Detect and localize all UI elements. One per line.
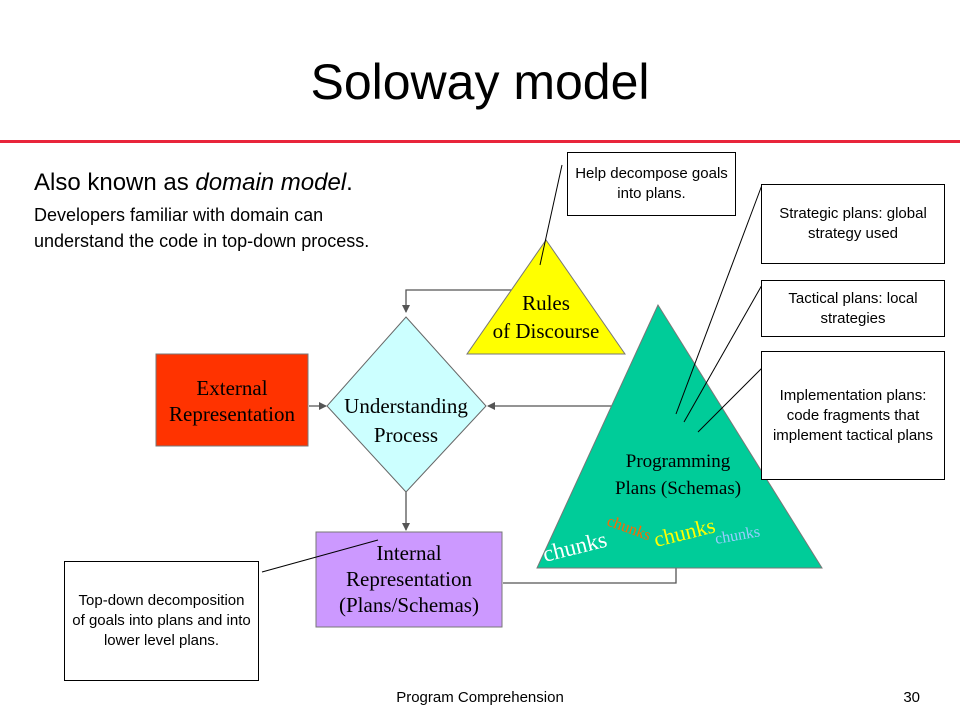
process-label-line1: Understanding <box>344 394 468 418</box>
internal-label-line3: (Plans/Schemas) <box>339 593 479 617</box>
pointer-strategic <box>675 184 763 415</box>
process-label-line2: Process <box>374 423 438 447</box>
internal-label-line2: Representation <box>346 567 472 591</box>
understanding-process-diamond <box>326 316 487 493</box>
plans-label-line1: Programming <box>626 451 731 472</box>
pointer-implementation <box>697 367 763 433</box>
callout-tactical-plans: Tactical plans: local strategies <box>761 280 945 337</box>
programming-plans-triangle <box>536 303 823 569</box>
rules-label-line2: of Discourse <box>493 319 600 343</box>
subtitle: Also known as domain model. <box>34 168 353 198</box>
subtitle-prefix: Also known as <box>34 169 196 196</box>
internal-label-line1: Internal <box>376 541 441 565</box>
external-representation-box <box>155 353 309 447</box>
slide-title: Soloway model <box>310 54 650 110</box>
pointer-tactical <box>683 284 763 423</box>
connector-rules-to-process <box>402 289 520 313</box>
rules-label-line1: Rules <box>522 291 570 315</box>
title-divider <box>0 140 960 143</box>
footer-label: Program Comprehension <box>396 689 564 706</box>
callout-help-decompose: Help decompose goals into plans. <box>567 152 736 216</box>
pointer-help-decompose <box>539 164 563 266</box>
rules-of-discourse-triangle <box>466 239 626 355</box>
plans-label-line2: Plans (Schemas) <box>615 478 741 499</box>
page-number: 30 <box>903 689 920 706</box>
subtitle-emphasis: domain model <box>195 169 347 196</box>
subtitle-suffix: . <box>346 169 353 196</box>
callout-implementation-plans: Implementation plans: code fragments tha… <box>761 351 945 480</box>
callout-top-down: Top-down decomposition of goals into pla… <box>64 561 259 681</box>
internal-representation-box <box>315 531 503 628</box>
external-label-line2: Representation <box>169 402 295 426</box>
external-label-line1: External <box>196 376 267 400</box>
callout-strategic-plans: Strategic plans: global strategy used <box>761 184 945 264</box>
pointer-top-down <box>261 539 379 573</box>
body-text: Developers familiar with domain can unde… <box>34 205 370 251</box>
